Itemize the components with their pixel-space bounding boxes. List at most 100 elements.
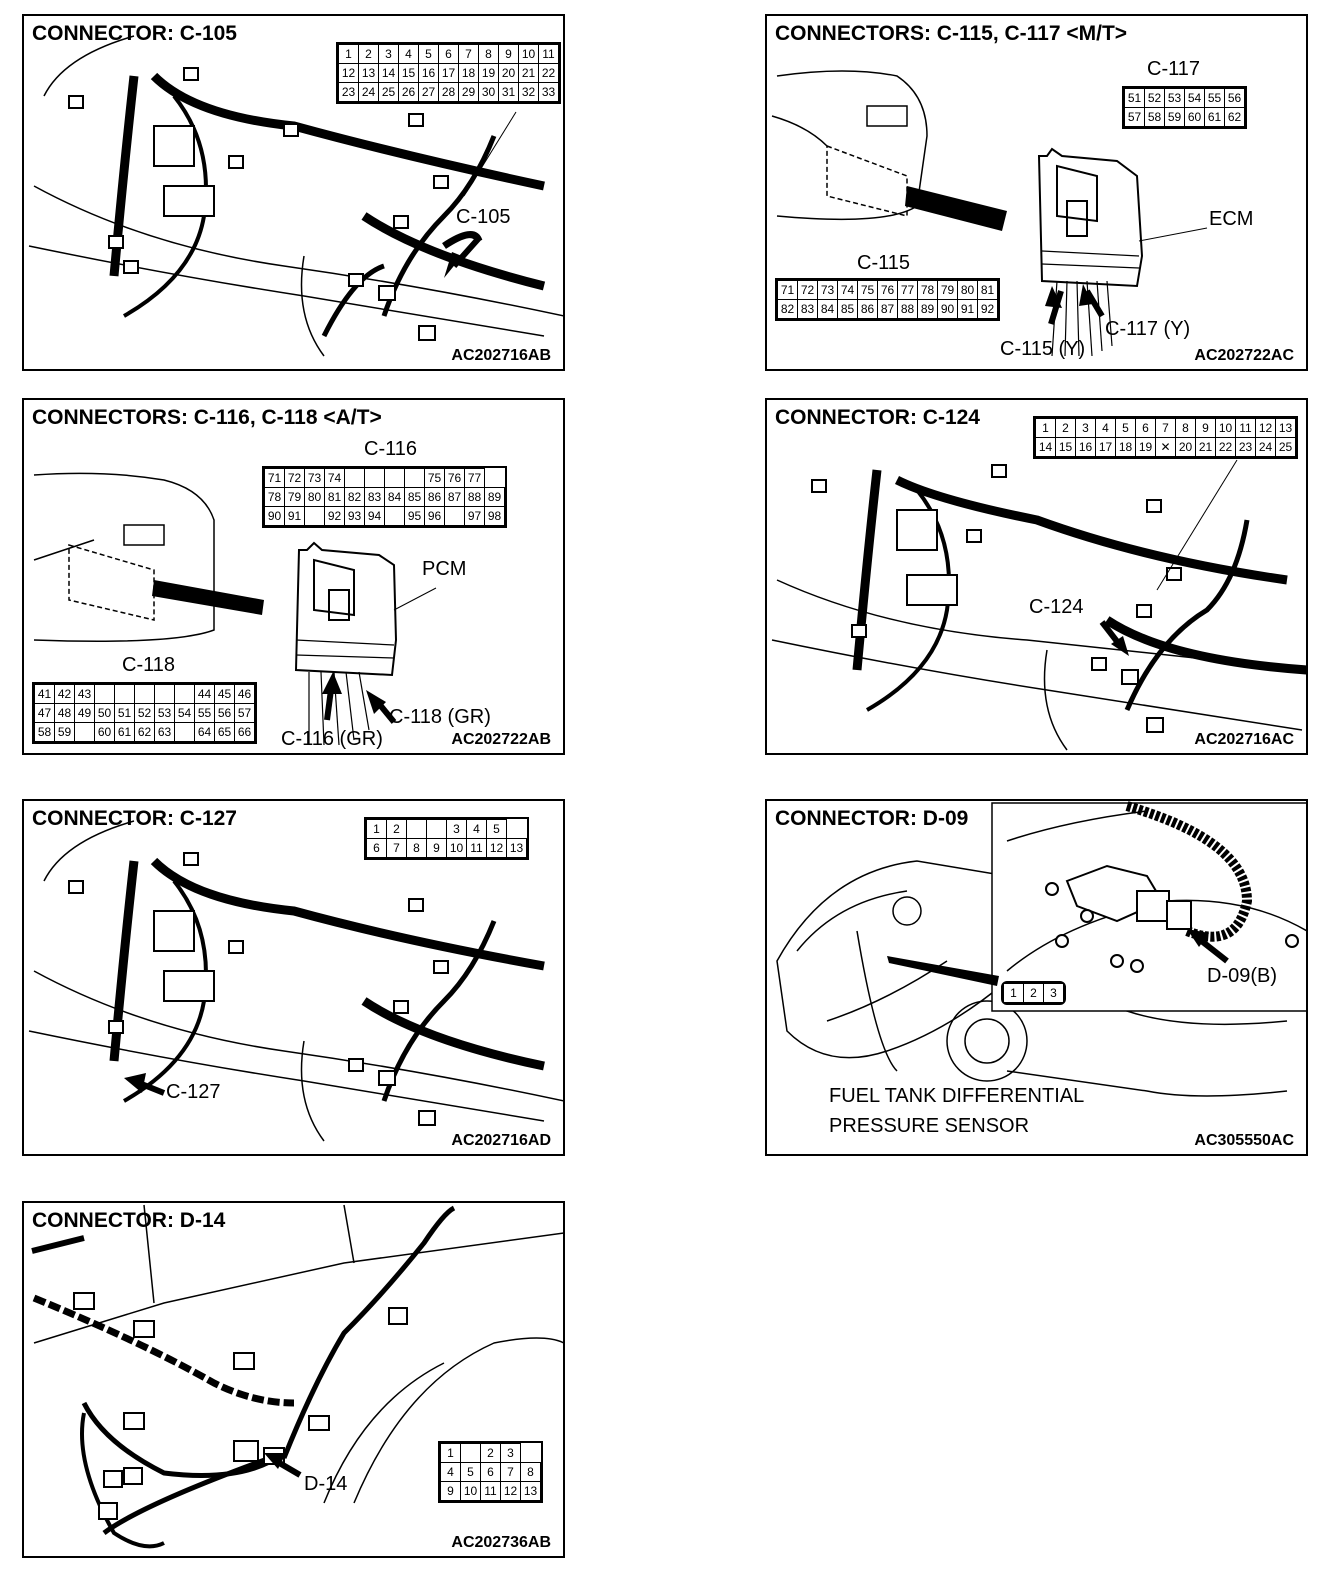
pin-cell: 12 — [486, 838, 507, 858]
pin-cell: 9 — [440, 1481, 461, 1501]
pin-cell: 78 — [917, 280, 938, 300]
callout-c118: C-118 (GR) — [389, 706, 491, 728]
pin-cell: 19 — [478, 63, 499, 83]
pin-cell: ✕ — [1155, 437, 1176, 457]
callout-c116: C-116 (GR) — [281, 728, 383, 750]
pin-cell: 22 — [538, 63, 559, 83]
pin-cell: 20 — [1175, 437, 1196, 457]
pin-cell: 82 — [777, 299, 798, 319]
pin-cell: 81 — [977, 280, 998, 300]
callout-label: C-127 — [166, 1081, 221, 1103]
pin-cell: 18 — [458, 63, 479, 83]
pin-cell: 87 — [444, 487, 465, 507]
pin-cell: 75 — [857, 280, 878, 300]
pin-cell: 95 — [404, 506, 425, 526]
panel-title: CONNECTORS: C-116, C-118 <A/T> — [32, 406, 382, 429]
harness-illustration — [28, 35, 563, 357]
pin-cell: 80 — [957, 280, 978, 300]
pin-cell: 45 — [214, 684, 235, 704]
pin-cell: 57 — [234, 703, 255, 723]
pin-empty — [460, 1443, 481, 1463]
pin-cell: 10 — [446, 838, 467, 858]
pin-cell: 25 — [378, 82, 399, 102]
pin-cell: 50 — [94, 703, 115, 723]
pin-cell: 87 — [877, 299, 898, 319]
pin-cell: 11 — [480, 1481, 501, 1501]
callout-c115: C-115 (Y) — [1000, 338, 1086, 360]
pin-cell: 56 — [214, 703, 235, 723]
pin-cell: 17 — [438, 63, 459, 83]
pin-cell: 64 — [194, 722, 215, 742]
ecm-illustration — [771, 70, 1208, 357]
pin-cell: 61 — [1204, 107, 1225, 127]
pin-cell: 57 — [1124, 107, 1145, 127]
pin-cell: 47 — [34, 703, 55, 723]
pin-cell: 17 — [1095, 437, 1116, 457]
pin-empty — [94, 684, 115, 704]
fuel-tank-illustration — [776, 801, 1306, 1097]
pin-cell: 22 — [1215, 437, 1236, 457]
pin-cell: 2 — [386, 819, 407, 839]
pin-cell: 13 — [506, 838, 527, 858]
pin-cell: 62 — [134, 722, 155, 742]
pin-empty — [384, 506, 405, 526]
harness-illustration — [31, 1204, 563, 1549]
pin-cell: 65 — [214, 722, 235, 742]
pin-cell: 93 — [344, 506, 365, 526]
panel-title: CONNECTORS: C-115, C-117 <M/T> — [775, 22, 1128, 45]
pin-cell: 5 — [418, 44, 439, 64]
harness-illustration — [771, 459, 1306, 751]
pin-cell: 72 — [797, 280, 818, 300]
pin-cell: 71 — [264, 468, 285, 488]
pin-cell: 77 — [897, 280, 918, 300]
pin-cell: 2 — [358, 44, 379, 64]
pin-cell: 86 — [424, 487, 445, 507]
pin-cell: 18 — [1115, 437, 1136, 457]
pin-cell: 44 — [194, 684, 215, 704]
pin-cell: 51 — [114, 703, 135, 723]
pin-cell: 63 — [154, 722, 175, 742]
pin-cell: 79 — [284, 487, 305, 507]
pin-cell: 33 — [538, 82, 559, 102]
pin-cell: 49 — [74, 703, 95, 723]
pin-cell: 27 — [418, 82, 439, 102]
pin-cell: 3 — [446, 819, 467, 839]
pin-cell: 54 — [1184, 88, 1205, 108]
pin-cell: 55 — [194, 703, 215, 723]
pin-cell: 1 — [1035, 418, 1056, 438]
pin-cell: 97 — [464, 506, 485, 526]
pin-cell: 90 — [937, 299, 958, 319]
pin-cell: 1 — [338, 44, 359, 64]
pin-cell: 53 — [1164, 88, 1185, 108]
pin-cell: 19 — [1135, 437, 1156, 457]
pin-cell: 12 — [338, 63, 359, 83]
pin-empty — [344, 468, 365, 488]
pin-cell: 46 — [234, 684, 255, 704]
pin-cell: 23 — [338, 82, 359, 102]
pin-cell: 7 — [1155, 418, 1176, 438]
ecm-label: ECM — [1209, 208, 1254, 230]
c116-label: C-116 — [364, 438, 417, 460]
pin-cell: 84 — [817, 299, 838, 319]
pin-empty — [174, 722, 195, 742]
pin-cell: 60 — [1184, 107, 1205, 127]
pin-cell: 4 — [466, 819, 487, 839]
pin-cell: 6 — [1135, 418, 1156, 438]
pin-cell: 28 — [438, 82, 459, 102]
pin-cell: 1 — [440, 1443, 461, 1463]
pin-cell: 2 — [1055, 418, 1076, 438]
pin-cell: 3 — [1075, 418, 1096, 438]
